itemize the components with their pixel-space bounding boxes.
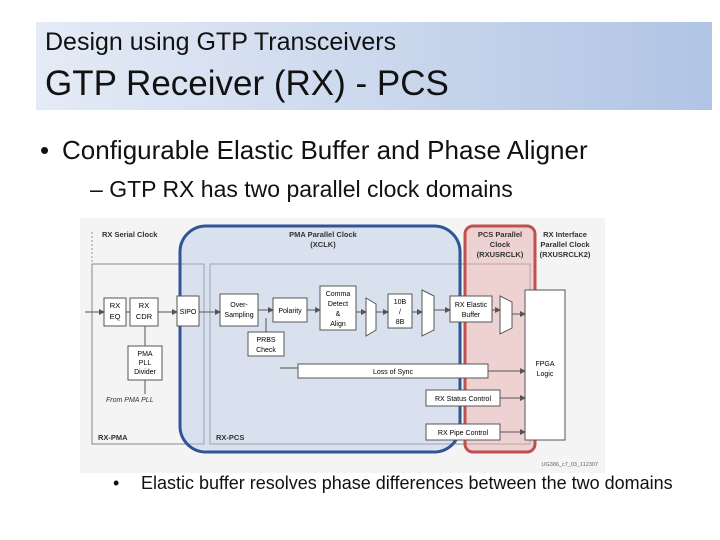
label-pcs-clock-name: (RXUSRCLK) (477, 250, 524, 259)
bullet-sub: – GTP RX has two parallel clock domains (90, 176, 513, 203)
bullet-main: • Configurable Elastic Buffer and Phase A… (40, 135, 588, 166)
block-prbs-check (247, 331, 285, 357)
block-rx-cdr (129, 297, 159, 327)
diagram-svg: RX Serial Clock PMA Parallel Clock (XCLK… (80, 218, 605, 473)
figure-id-label: UG386_c7_03_112307 (542, 462, 598, 468)
slide-subtitle: Design using GTP Transceivers (45, 28, 397, 56)
from-pma-pll-label: From PMA PLL (106, 397, 154, 404)
rx-cdr-label-2: CDR (136, 312, 153, 321)
mux-2 (421, 289, 435, 337)
label-pma-clock-name: (XCLK) (310, 240, 336, 249)
label-iface-clock-2: Parallel Clock (540, 240, 590, 249)
label-pcs-clock: PCS Parallel (478, 230, 522, 239)
gtp-rx-diagram: RX Serial Clock PMA Parallel Clock (XCLK… (80, 218, 605, 478)
mux-3 (499, 295, 513, 335)
comma-label-1: Comma (326, 291, 351, 298)
rx-pma-region (91, 263, 205, 445)
rx-cdr-label-1: RX (139, 301, 149, 310)
block-oversampling (219, 293, 259, 327)
rx-pma-label: RX-PMA (98, 433, 128, 442)
block-fpga-logic (524, 289, 566, 441)
block-10b8b-decoder (387, 293, 413, 329)
bullet-main-text: Configurable Elastic Buffer and Phase Al… (62, 135, 588, 165)
bullet-note-icon: • (113, 473, 120, 493)
loss-of-sync-label: Loss of Sync (373, 369, 414, 376)
bullet-icon: • (40, 135, 50, 165)
pipe-control-label: RX Pipe Control (438, 430, 489, 437)
bullet-note: • Elastic buffer resolves phase differen… (113, 472, 683, 494)
comma-label-2: Detect (328, 301, 348, 308)
mux-1 (365, 297, 377, 337)
label-pma-clock: PMA Parallel Clock (289, 230, 357, 239)
slide-title: GTP Receiver (RX) - PCS (45, 64, 449, 103)
dec-label-1: 10B (394, 299, 407, 306)
elastic-label-2: Buffer (462, 312, 481, 319)
pll-label-2: PLL (139, 360, 152, 367)
elastic-label-1: RX Elastic (455, 302, 488, 309)
pll-label-3: Divider (134, 369, 156, 376)
rx-pcs-label: RX-PCS (216, 433, 244, 442)
oversampling-label-1: Over- (230, 302, 248, 309)
prbs-label-1: PRBS (256, 337, 275, 344)
comma-label-3: & (336, 311, 341, 318)
fpga-label-1: FPGA (535, 361, 554, 368)
signal-paths (85, 307, 526, 435)
dec-label-2: / (399, 309, 401, 316)
block-pma-pll-divider (127, 345, 163, 381)
polarity-label: Polarity (278, 308, 302, 315)
bullet-note-text: Elastic buffer resolves phase difference… (141, 473, 673, 493)
sipo-label: SIPO (180, 309, 197, 316)
label-rx-serial-clock: RX Serial Clock (102, 230, 158, 239)
prbs-label-2: Check (256, 347, 276, 354)
oversampling-label-2: Sampling (224, 312, 253, 319)
fpga-label-2: Logic (537, 371, 554, 378)
status-control-label: RX Status Control (435, 396, 491, 403)
comma-label-4: Align (330, 321, 346, 328)
rx-eq-label-2: EQ (110, 312, 121, 321)
label-iface-clock-name: (RXUSRCLK2) (540, 250, 591, 259)
label-pcs-clock-2: Clock (490, 240, 511, 249)
label-iface-clock: RX Interface (543, 230, 587, 239)
title-band (36, 22, 712, 110)
dash-icon: – (90, 176, 103, 202)
dec-label-3: 8B (396, 319, 405, 326)
rx-eq-label-1: RX (110, 301, 120, 310)
bullet-sub-text: GTP RX has two parallel clock domains (109, 176, 513, 202)
pma-clock-domain-highlight (178, 224, 462, 454)
pll-label-1: PMA (137, 351, 153, 358)
